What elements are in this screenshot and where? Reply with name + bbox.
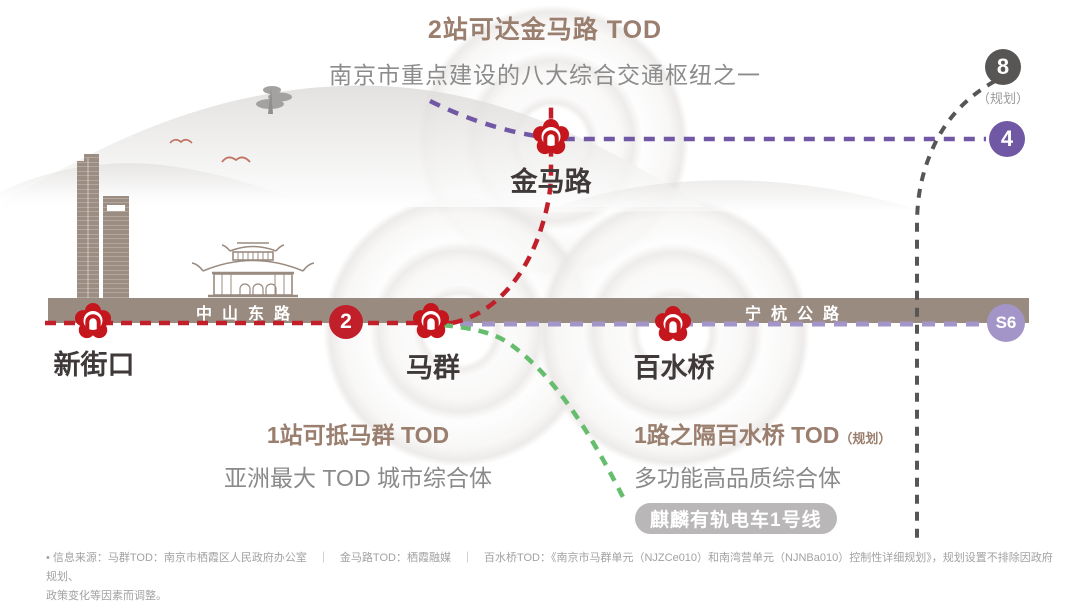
station-label-maqun: 马群	[406, 353, 460, 383]
pine-tree-icon	[256, 86, 292, 114]
line-2-badge: 2	[329, 305, 363, 339]
headline-subtitle: 南京市重点建设的八大综合交通枢纽之一	[329, 62, 761, 88]
station-label-xinjiekou: 新街口	[53, 350, 135, 380]
annotation-baishuiqiao-tod: 1路之隔百水桥 TOD（规划） 多功能高品质综合体	[634, 416, 934, 493]
station-label-baishuiqiao: 百水桥	[633, 353, 715, 383]
footer-disclaimer-line2: 政策变化等因素而调整。	[46, 590, 167, 602]
annotation-maqun-heading: 1站可抵马群 TOD	[266, 422, 450, 448]
line-s6-badge: S6	[987, 304, 1025, 342]
annotation-maqun-tod: 1站可抵马群 TOD 亚洲最大 TOD 城市综合体	[198, 416, 518, 493]
annotation-baishuiqiao-planned-note: （规划）	[839, 431, 892, 446]
annotation-baishuiqiao-heading-text: 1路之隔百水桥 TOD	[634, 422, 840, 448]
road-bar: 中山东路 宁杭公路	[48, 298, 1029, 323]
line-4-badge: 4	[989, 121, 1025, 157]
headline-title: 2站可达金马路 TOD	[427, 16, 663, 44]
station-label-jinmalu: 金马路	[510, 167, 592, 197]
line-8-planned-note: （规划）	[976, 91, 1029, 106]
footer-disclaimer-line1: • 信息来源：马群TOD：南京市栖霞区人民政府办公室 ｜ 金马路TOD：栖霞融媒…	[46, 552, 1053, 583]
temple-illustration	[191, 242, 315, 298]
annotation-maqun-subheading: 亚洲最大 TOD 城市综合体	[224, 465, 492, 491]
road-name-ninghang-highway: 宁杭公路	[745, 306, 850, 323]
line-8-badge: 8	[985, 49, 1021, 85]
annotation-baishuiqiao-subheading: 多功能高品质综合体	[634, 465, 841, 491]
tram-line-label: 麒麟有轨电车1号线	[635, 503, 837, 534]
footer-disclaimer: • 信息来源：马群TOD：南京市栖霞区人民政府办公室 ｜ 金马路TOD：栖霞融媒…	[46, 549, 1056, 606]
annotation-baishuiqiao-heading: 1路之隔百水桥 TOD（规划）	[634, 416, 934, 450]
headline-block: 2站可达金马路 TOD 南京市重点建设的八大综合交通枢纽之一	[255, 10, 835, 90]
bird-icon	[221, 156, 251, 163]
bird-icon	[169, 138, 193, 144]
road-name-zhongshan-east: 中山东路	[196, 306, 301, 323]
